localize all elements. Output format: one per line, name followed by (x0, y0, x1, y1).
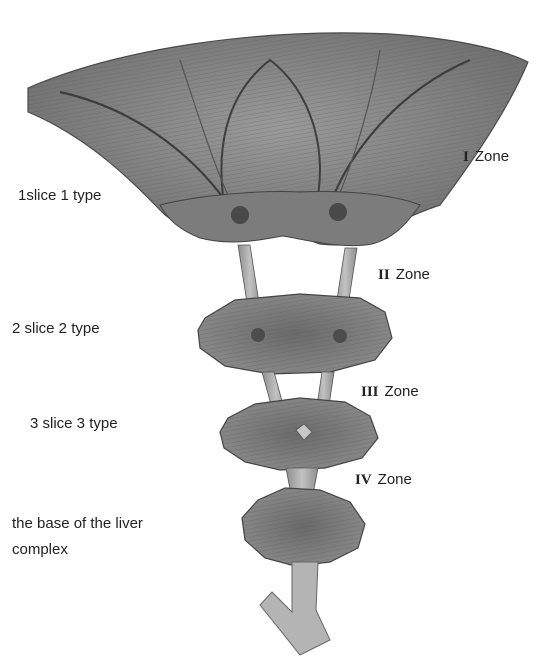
slice-1-label: 1slice 1 type (18, 185, 101, 206)
zone-4-label: IV Zone (355, 469, 412, 491)
zone-4-numeral: IV (355, 472, 372, 488)
zone-2-label: II Zone (378, 264, 430, 286)
slice-2-disc (198, 294, 392, 374)
zone-1-word: Zone (475, 148, 509, 165)
slice-3-label: 3 slice 3 type (30, 413, 118, 434)
zone-3-numeral: III (361, 384, 379, 400)
zone-3-label: III Zone (361, 381, 419, 403)
zone-2-word: Zone (396, 266, 430, 283)
zone-3-word: Zone (385, 383, 419, 400)
zone-1-label: I Zone (463, 146, 509, 168)
base-disc (242, 488, 365, 566)
zone-2-numeral: II (378, 267, 390, 283)
slice-2-label: 2 slice 2 type (12, 318, 100, 339)
trunk (260, 562, 330, 655)
slice-3-disc (220, 398, 378, 470)
base-label: the base of the liver complex (12, 511, 202, 563)
zone-1-cap (28, 33, 528, 246)
zone-1-numeral: I (463, 149, 469, 165)
zone-4-word: Zone (378, 471, 412, 488)
